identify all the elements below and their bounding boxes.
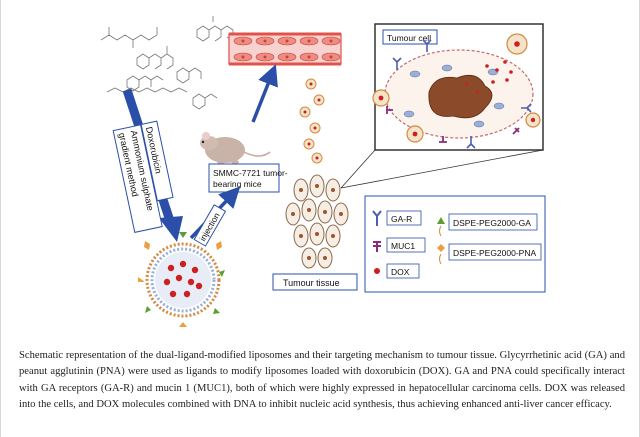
dox-icon — [374, 268, 380, 274]
legend-dox-label: DOX — [391, 267, 410, 277]
mice-label-line1: SMMC-7721 tumor- — [213, 168, 288, 178]
tumour-tissue-label: Tumour tissue — [283, 278, 340, 288]
synthesis-arrowhead — [159, 216, 183, 242]
schematic-svg: Doxorubicin Ammonium sulphate gradient m… — [100, 16, 546, 327]
gar-icon — [372, 210, 382, 226]
schematic-figure: Doxorubicin Ammonium sulphate gradient m… — [97, 10, 547, 328]
mouse-to-vessel-arrow — [251, 64, 278, 123]
molecule-structures — [100, 16, 234, 110]
circulating-liposomes — [299, 78, 325, 164]
legend-dspe-ga-label: DSPE-PEG2000-GA — [453, 218, 531, 228]
tumour-tissue — [285, 174, 349, 269]
liposome-large — [138, 232, 225, 327]
zoom-line-2 — [340, 149, 544, 189]
legend-dspe-pna-label: DSPE-PEG2000-PNA — [453, 248, 536, 258]
legend-gar-label: GA-R — [391, 214, 412, 224]
tumour-cell-panel: Tumour cell — [372, 23, 544, 151]
tumour-tissue-label-box — [272, 273, 358, 291]
legend-muc1-label: MUC1 — [391, 241, 415, 251]
pna-ligand-icon — [437, 244, 445, 252]
figure-caption: Schematic representation of the dual-lig… — [19, 350, 625, 411]
zoom-line-1 — [340, 149, 376, 189]
mice-label-line2: bearing mice — [213, 179, 262, 189]
muc1-icon — [373, 241, 381, 252]
injection-label-box: injection — [193, 204, 227, 247]
ga-ligand-icon — [437, 217, 445, 224]
mouse-illustration — [200, 132, 271, 164]
tumour-cell-label: Tumour cell — [387, 33, 431, 43]
blood-vessel — [228, 32, 342, 66]
legend-panel: GA-R MUC1 DOX DSPE-PEG2000-GA DSPE-PEG20… — [364, 195, 546, 293]
